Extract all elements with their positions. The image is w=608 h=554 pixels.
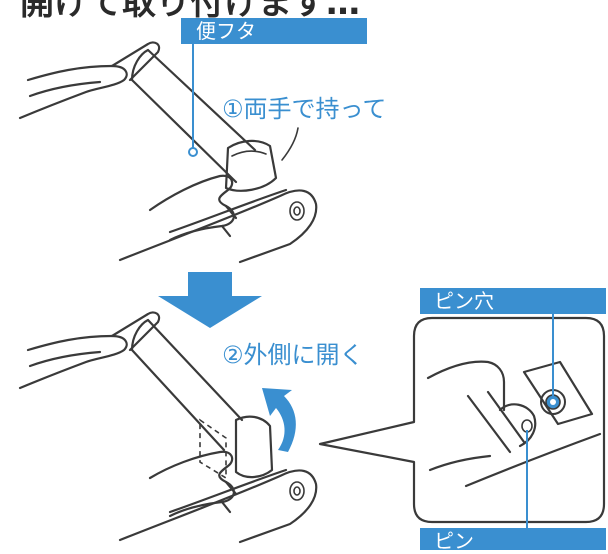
lid-board-top <box>130 48 257 184</box>
left-hand-top <box>18 64 128 120</box>
step1-text: ①両手で持って <box>222 95 386 123</box>
pin-hole-label-text: ピン穴 <box>434 289 494 313</box>
step2-text: ②外側に開く <box>222 341 364 369</box>
rotate-arrow <box>262 388 296 452</box>
top-illustration <box>18 41 318 264</box>
callout-bubble <box>318 316 606 524</box>
pin-label: ピン <box>420 430 606 554</box>
down-arrow <box>158 272 262 328</box>
right-hand-bottom <box>148 450 235 518</box>
detail-callout <box>318 316 606 524</box>
bottom-illustration <box>18 311 318 544</box>
seat-base-bottom <box>118 469 318 544</box>
left-hand-bottom <box>18 334 128 390</box>
pin-label-text: ピン <box>434 529 474 550</box>
pin-hole-label: ピン穴 <box>420 288 606 398</box>
heading-partial: 開けて取り付けます… <box>20 0 360 23</box>
seat-base-top <box>118 189 318 264</box>
lid-label-text: 便フタ <box>196 19 256 43</box>
lid-board-bottom <box>130 318 244 452</box>
right-hand-top <box>148 174 235 242</box>
lid-label: 便フタ <box>181 18 367 157</box>
